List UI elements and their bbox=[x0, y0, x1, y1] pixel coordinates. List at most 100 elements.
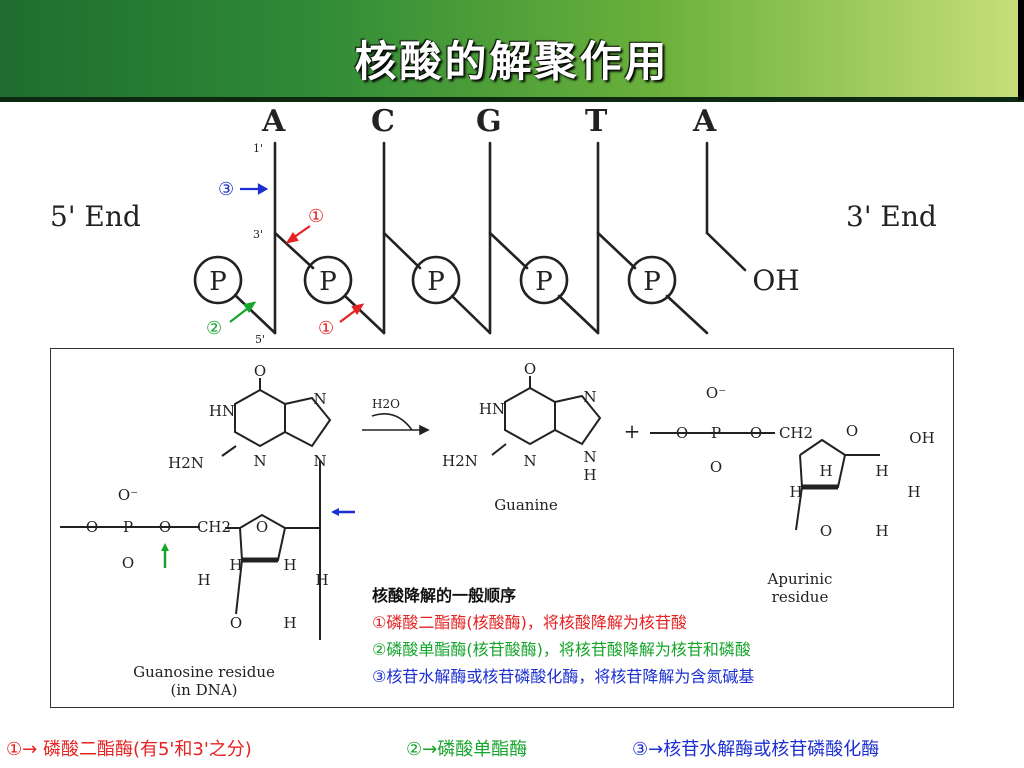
guanine-ring-5 bbox=[284, 396, 332, 448]
marker-3-blue: ③ bbox=[218, 179, 234, 200]
base-a2: A bbox=[693, 104, 717, 139]
atom-n: N bbox=[523, 452, 536, 470]
guanine-free-ring-6 bbox=[504, 387, 556, 446]
arrow-head-icon bbox=[351, 303, 365, 316]
atom-o: O bbox=[524, 360, 536, 378]
link-3p-oh bbox=[705, 231, 747, 272]
atom-oh: OH bbox=[909, 429, 934, 447]
hydroxyl-label: OH bbox=[752, 264, 799, 297]
atom-h: H bbox=[315, 571, 328, 589]
marker-1-red: ① bbox=[318, 318, 334, 339]
phosphate-circle-4 bbox=[519, 255, 569, 305]
atom-o: O bbox=[159, 518, 171, 536]
atom-h: H bbox=[789, 483, 802, 501]
atom-o: O bbox=[230, 614, 242, 632]
link-3p-4 bbox=[596, 231, 637, 270]
reaction-panel bbox=[50, 348, 954, 708]
atom-ch2: CH2 bbox=[197, 518, 231, 536]
atom-h2n: H2N bbox=[442, 452, 478, 470]
atom-o: O bbox=[750, 424, 762, 442]
footer-item-3: ③→核苷水解酶或核苷磷酸化酶 bbox=[632, 739, 880, 760]
atom-ch2: CH2 bbox=[779, 424, 813, 442]
legend-item-1: ①磷酸二酯酶(核酸酶)，将核酸降解为核苷酸 bbox=[372, 613, 687, 632]
sugar-c3-bond bbox=[235, 559, 243, 615]
legend-item-3: ③核苷水解酶或核苷磷酸化酶，将核苷降解为含氮碱基 bbox=[372, 667, 755, 686]
header-divider bbox=[0, 97, 1024, 102]
atom-o: O bbox=[86, 518, 98, 536]
amine-bond bbox=[221, 445, 237, 457]
atom-p: P bbox=[123, 518, 133, 536]
footer-item-2: ②→磷酸单酯酶 bbox=[406, 739, 528, 760]
footer-item-1: ①→ 磷酸二酯酶(有5'和3'之分) bbox=[6, 739, 252, 760]
link-3p-2 bbox=[382, 231, 422, 270]
legend-item-2: ②磷酸单酯酶(核苷酸酶)，将核苷酸降解为核苷和磷酸 bbox=[372, 640, 751, 659]
base-c: C bbox=[371, 104, 395, 139]
carbon-5-label: 5' bbox=[255, 333, 265, 346]
base-g: G bbox=[476, 104, 502, 139]
apurinic-label-2: residue bbox=[772, 588, 829, 606]
arrow-head-icon bbox=[243, 301, 257, 314]
atom-n: N bbox=[253, 452, 266, 470]
sugar-ring-right bbox=[799, 438, 847, 488]
atom-o: O bbox=[254, 362, 266, 380]
atom-h: H bbox=[229, 556, 242, 574]
five-prime-end-label: 5' End bbox=[50, 200, 141, 233]
atom-o: O bbox=[820, 522, 832, 540]
atom-n: N bbox=[313, 452, 326, 470]
link-3p-3 bbox=[488, 231, 529, 270]
sugar-ring-left bbox=[239, 513, 287, 561]
phosphate-circle-1 bbox=[193, 255, 243, 305]
link-5p-1 bbox=[234, 294, 277, 335]
slide-header bbox=[0, 0, 1024, 100]
degradation-legend: 核酸降解的一般顺序 ①磷酸二酯酶(核酸酶)，将核酸降解为核苷酸 ②磷酸单酯酶(核… bbox=[372, 582, 754, 690]
atom-hn: HN bbox=[209, 402, 235, 420]
link-5p-3 bbox=[450, 294, 492, 335]
atom-h: H bbox=[583, 466, 596, 484]
header-edge bbox=[1018, 0, 1024, 100]
phosphate-label: P bbox=[427, 267, 445, 297]
atom-h2n: H2N bbox=[168, 454, 204, 472]
link-5p-4 bbox=[557, 294, 600, 335]
atom-h: H bbox=[197, 571, 210, 589]
amine-bond bbox=[491, 443, 507, 456]
arrow-head-icon bbox=[161, 543, 169, 551]
atom-n: N bbox=[583, 388, 596, 406]
carbon-1-label: 1' bbox=[253, 142, 263, 155]
phosphate-label: P bbox=[209, 267, 227, 297]
dna-strand-diagram: P P P P P OH 1' 3' 5' ③ ① ② ① bbox=[193, 141, 800, 346]
base-a1: A bbox=[262, 104, 286, 139]
reaction-diagram: O HN N H2N N N O⁻ P O O O CH2 O H H H H … bbox=[60, 360, 935, 699]
atom-o: O bbox=[710, 458, 722, 476]
atom-h: H bbox=[283, 614, 296, 632]
atom-n: N bbox=[583, 448, 596, 466]
base-t: T bbox=[585, 104, 608, 139]
atom-h: H bbox=[907, 483, 920, 501]
guanosine-label: Guanosine residue bbox=[133, 663, 275, 681]
plus-sign: + bbox=[624, 419, 641, 443]
three-prime-end-label: 3' End bbox=[846, 200, 937, 233]
marker-2-green: ② bbox=[206, 318, 222, 339]
phosphate-circle-5 bbox=[627, 255, 677, 305]
atom-o-minus: O⁻ bbox=[706, 384, 726, 402]
sugar-c3-bond bbox=[795, 486, 803, 531]
atom-p: P bbox=[711, 424, 721, 442]
marker-1-red: ① bbox=[308, 206, 324, 227]
link-5p-5 bbox=[665, 294, 709, 335]
atom-o: O bbox=[676, 424, 688, 442]
atom-n: N bbox=[313, 390, 326, 408]
phosphate-circle-3 bbox=[411, 255, 461, 305]
atom-h: H bbox=[875, 462, 888, 480]
phosphate-label: P bbox=[643, 267, 661, 297]
arrow-head-icon bbox=[257, 183, 269, 195]
guanosine-label-2: (in DNA) bbox=[171, 681, 238, 699]
atom-o: O bbox=[846, 422, 858, 440]
water-curve bbox=[371, 413, 413, 431]
legend-title: 核酸降解的一般顺序 bbox=[372, 586, 517, 605]
atom-h: H bbox=[875, 522, 888, 540]
phosphate-label: P bbox=[319, 267, 337, 297]
phosphate-circle-2 bbox=[303, 255, 353, 305]
link-3p-1 bbox=[273, 231, 315, 270]
phosphate-label: P bbox=[535, 267, 553, 297]
link-5p-2 bbox=[343, 294, 386, 335]
carbon-3-label: 3' bbox=[253, 228, 263, 241]
